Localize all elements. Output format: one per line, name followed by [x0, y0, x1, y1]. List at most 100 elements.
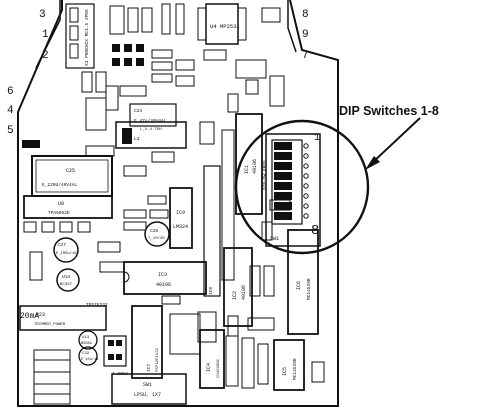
- dip-part: DIP-SW 8POS: [262, 160, 268, 190]
- left-cluster: [81, 71, 147, 131]
- svg-text:IC5: IC5: [282, 367, 288, 376]
- right-mid-components: [227, 199, 291, 337]
- svg-text:CD4028BC: CD4028BC: [217, 358, 221, 378]
- connector-sw1: SW1 LPSU, 1X7: [111, 373, 187, 405]
- part-bottom-column: [225, 335, 239, 387]
- svg-text:LPSU, 1X7: LPSU, 1X7: [134, 392, 161, 398]
- dip-highlight-circle: [234, 119, 370, 255]
- svg-text:TRIMMER_POWER: TRIMMER_POWER: [34, 323, 66, 327]
- top-component-cluster: [109, 3, 195, 87]
- svg-text:BC337: BC337: [60, 283, 73, 287]
- svg-text:U13: U13: [82, 336, 90, 340]
- pin-label-8: 8: [302, 9, 309, 21]
- capacitor-c25: C25 E_220U/40V4AL: [31, 155, 113, 197]
- svg-text:IC1: IC1: [244, 165, 250, 174]
- callout-arrow: [365, 117, 421, 170]
- svg-text:C28: C28: [150, 228, 158, 234]
- part-cluster-bottom-mid: [169, 313, 201, 355]
- svg-text:BSS84: BSS84: [81, 342, 92, 346]
- svg-text:L3: L3: [134, 136, 140, 142]
- pin-label-9: 9: [302, 29, 309, 41]
- pin-label-3: 3: [39, 9, 46, 21]
- svg-text:IC4: IC4: [206, 363, 212, 372]
- svg-text:U9: U9: [58, 201, 64, 207]
- chip-u9: U9 TPA6052D: [23, 195, 113, 219]
- svg-text:IC3: IC3: [158, 272, 167, 278]
- chip-ic8: IC8: [203, 165, 221, 297]
- svg-text:L_V.4.7UH: L_V.4.7UH: [140, 128, 162, 132]
- dip-switch-block: 1 8 SW1 DIP-SW 8POS: [262, 133, 321, 247]
- transistor-u13: U13 BSS84: [78, 330, 98, 350]
- part-c26: [29, 251, 43, 281]
- part-v8: [199, 121, 215, 145]
- current-label: 20mA: [20, 312, 39, 321]
- chip-ic6: IC6 MC14528B: [287, 229, 319, 335]
- chip-ic2: IC2 40106: [223, 247, 253, 327]
- chip-ic3: IC3 40106: [123, 261, 207, 295]
- svg-text:40106: 40106: [156, 282, 171, 288]
- svg-text:IC7: IC7: [146, 364, 152, 372]
- capacitor-c27: C27 E_100u/16: [53, 237, 79, 263]
- resistor-row: [23, 195, 169, 233]
- svg-text:R23: R23: [36, 312, 45, 318]
- svg-text:T_10/35: T_10/35: [148, 236, 165, 241]
- svg-text:IC2: IC2: [232, 291, 238, 300]
- svg-text:C27: C27: [58, 242, 66, 248]
- part-cluster-bottom-mid-2: [197, 311, 217, 343]
- svg-text:40106: 40106: [252, 159, 258, 174]
- connector-notch-top-left: [35, 0, 61, 69]
- svg-text:TPA6052D: TPA6052D: [48, 210, 70, 216]
- svg-text:MC14528B: MC14528B: [306, 278, 312, 300]
- board-outline: [17, 0, 339, 407]
- transistor-u14: U14 BC337: [56, 268, 80, 292]
- part-bottom-column-3: [257, 343, 269, 385]
- pin-label-6: 6: [7, 86, 14, 98]
- svg-text:X1 PHOENIX MC1.5 3POS: X1 PHOENIX MC1.5 3POS: [84, 9, 90, 66]
- dip-number-top: 1: [314, 133, 320, 144]
- svg-text:LM324: LM324: [173, 224, 188, 230]
- trimmer-r23: R23 TRIMMER_POWER: [19, 305, 107, 331]
- tps-label: TPS76333: [86, 302, 108, 308]
- svg-text:C32: C32: [82, 352, 90, 356]
- part-cluster-mid-2: [99, 261, 125, 273]
- svg-text:E_100u/16: E_100u/16: [56, 251, 77, 256]
- pin-label-5: 5: [7, 125, 14, 137]
- part-r10: [161, 295, 181, 305]
- part-cluster-mid: [97, 241, 121, 253]
- pin-label-1: 1: [42, 29, 49, 41]
- svg-text:C24: C24: [134, 108, 142, 114]
- svg-text:PSP12F1122: PSP12F1122: [156, 347, 160, 372]
- connector-x1: X1 PHOENIX MC1.5 3POS: [65, 3, 95, 69]
- svg-text:IC9: IC9: [176, 210, 185, 216]
- svg-text:IC8: IC8: [208, 287, 214, 295]
- jumper-sl1: 4-20mA: [103, 335, 129, 377]
- dip-number-bottom: 8: [311, 223, 319, 239]
- pin-label-4: 4: [7, 105, 14, 117]
- svg-text:SW1: SW1: [143, 382, 152, 388]
- connector-notch-top-right: [287, 0, 297, 53]
- capacitor-c28: C28 T_10/35: [144, 221, 170, 247]
- chip-ic1: IC1 40106: [235, 113, 263, 215]
- left-mid-components: [22, 140, 175, 177]
- capacitor-c32: C32 E_10u/16: [78, 346, 98, 366]
- svg-text:MC14528B: MC14528B: [292, 358, 298, 380]
- svg-text:E_220U/40V4AL: E_220U/40V4AL: [42, 182, 77, 188]
- chip-ic4: IC4 CD4028BC: [199, 329, 225, 389]
- svg-text:U4 MP2531: U4 MP2531: [210, 23, 240, 30]
- svg-text:U14: U14: [62, 274, 70, 280]
- inductor-l3: L3 L_V.4.7UH: [115, 121, 187, 149]
- svg-text:C25: C25: [66, 168, 75, 174]
- svg-text:E_47u/40V4AL: E_47u/40V4AL: [134, 118, 167, 124]
- part-bottom-column-2: [241, 337, 255, 389]
- right-top-components: [203, 7, 285, 113]
- part-bottom-right: [311, 361, 325, 383]
- resistor-stack: [33, 349, 71, 405]
- pin-label-7: 7: [302, 50, 309, 62]
- dip-switch-callout-label: DIP Switches 1-8: [339, 104, 439, 118]
- chip-ic5: IC5 MC14528B: [273, 339, 305, 391]
- chip-ic9: IC9 LM324: [169, 187, 193, 249]
- svg-text:IC6: IC6: [296, 281, 302, 290]
- chip-ic7: IC7 PSP12F1122: [131, 305, 163, 379]
- svg-text:40106: 40106: [241, 285, 247, 300]
